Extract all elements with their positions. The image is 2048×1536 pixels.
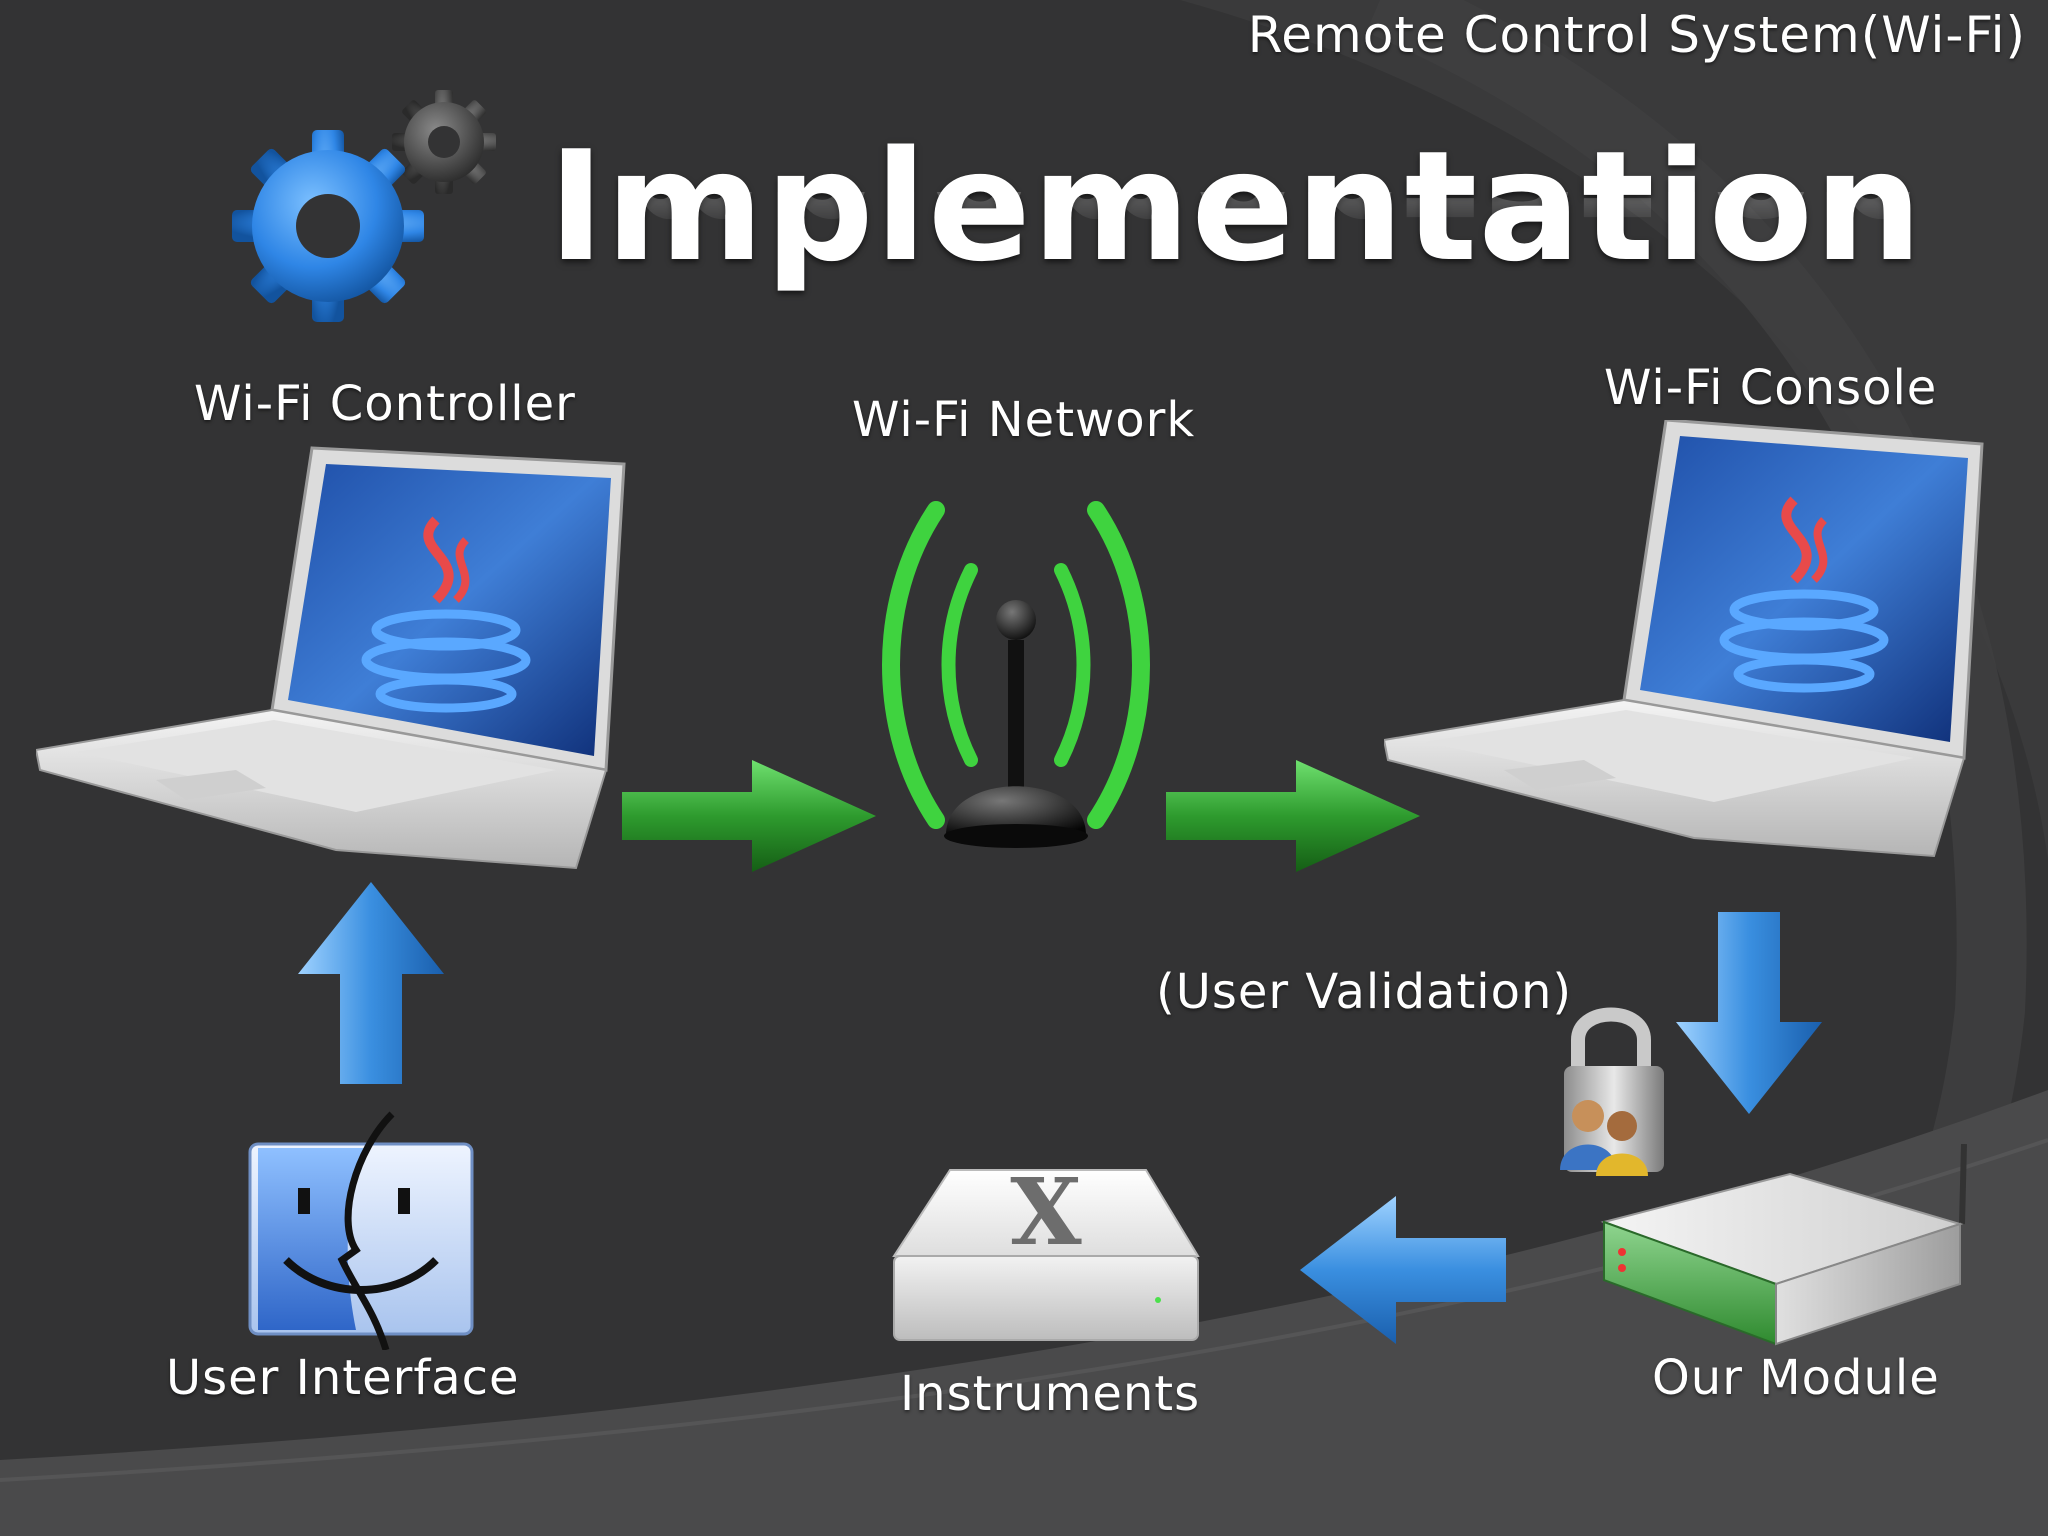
title-reflection: Implementation <box>548 192 1923 262</box>
user-interface-label: User Interface <box>166 1350 520 1406</box>
lock-users-icon <box>1560 1007 1664 1176</box>
slide-title: Implementation <box>548 118 1924 295</box>
wifi-antenna-icon <box>882 501 1150 848</box>
router-icon <box>1600 1144 1967 1346</box>
controller-laptop-icon <box>36 446 626 870</box>
instruments-label: Instruments <box>900 1366 1201 1422</box>
arrow-console-to-module <box>1676 912 1822 1114</box>
arrow-controller-to-network <box>622 760 876 872</box>
module-label: Our Module <box>1652 1350 1940 1406</box>
controller-label: Wi-Fi Controller <box>194 376 576 432</box>
arrow-ui-to-controller <box>298 882 444 1084</box>
hard-drive-icon: X <box>892 1160 1200 1341</box>
validation-label: (User Validation) <box>1156 964 1573 1020</box>
arrow-module-to-instruments <box>1300 1196 1506 1344</box>
gears-icon <box>232 90 496 322</box>
network-label: Wi-Fi Network <box>852 392 1196 448</box>
svg-text:X: X <box>1010 1160 1082 1266</box>
finder-icon <box>248 1111 474 1350</box>
console-label: Wi-Fi Console <box>1604 360 1938 416</box>
console-laptop-icon <box>1384 420 1984 858</box>
slide-subtitle: Remote Control System(Wi-Fi) <box>1247 6 2026 64</box>
arrow-network-to-console <box>1166 760 1420 872</box>
